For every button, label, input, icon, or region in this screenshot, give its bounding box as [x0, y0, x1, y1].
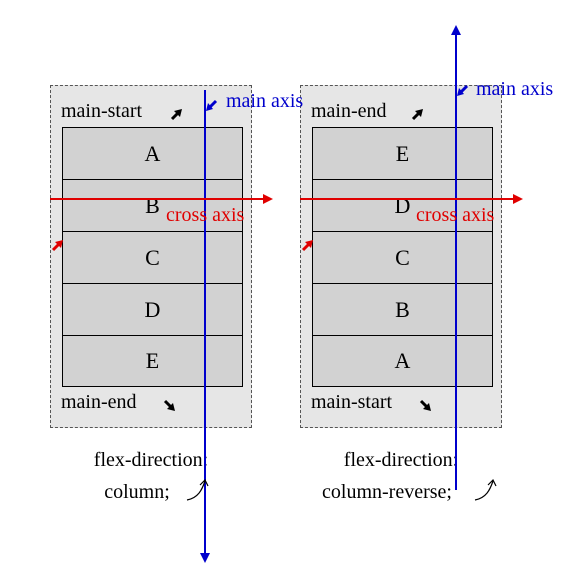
flex-item: D [63, 284, 242, 336]
main-end-label: main-end [61, 391, 137, 413]
flex-items: E D C B A [312, 127, 493, 387]
diagonal-arrow-icon [301, 240, 313, 252]
caption-line2: column-reverse; [322, 481, 452, 503]
diagonal-arrow-icon [411, 109, 423, 121]
diagonal-arrow-icon [163, 399, 175, 411]
flex-item: A [394, 348, 411, 373]
caption-line1: flex-direction: [343, 449, 459, 471]
curved-arrow-icon [186, 478, 209, 501]
main-start-label: main-start [61, 100, 143, 122]
flex-item: B [313, 284, 492, 336]
diagonal-arrow-icon [206, 99, 218, 111]
diagonal-arrow-icon [170, 109, 182, 121]
flex-items: A B C D E [62, 127, 243, 387]
flex-item: C [313, 232, 492, 284]
flex-item: A [63, 128, 242, 180]
caption-left: flex-direction: column; [80, 444, 222, 508]
flex-container-column: main-start A B C D E main-end [50, 85, 252, 428]
main-axis-label: main axis [226, 90, 304, 112]
diagonal-arrow-icon [51, 240, 63, 252]
main-start-label: main-start [311, 391, 393, 413]
diagonal-arrow-icon [457, 84, 469, 96]
diagonal-arrow-icon [419, 399, 431, 411]
caption-line1: flex-direction: [93, 449, 209, 471]
cross-axis-label: cross axis [166, 204, 245, 226]
main-axis-label: main axis [476, 78, 554, 100]
caption-line2: column; [104, 481, 170, 503]
flex-container-column-reverse: main-end E D C B A main-start [300, 85, 502, 428]
main-end-label: main-end [311, 100, 387, 122]
caption-right: flex-direction: column-reverse; [300, 444, 502, 508]
flex-item: E [313, 128, 492, 180]
cross-axis-label: cross axis [416, 204, 495, 226]
curved-arrow-icon [474, 478, 497, 501]
flex-item: C [63, 232, 242, 284]
flex-item: E [145, 348, 160, 373]
